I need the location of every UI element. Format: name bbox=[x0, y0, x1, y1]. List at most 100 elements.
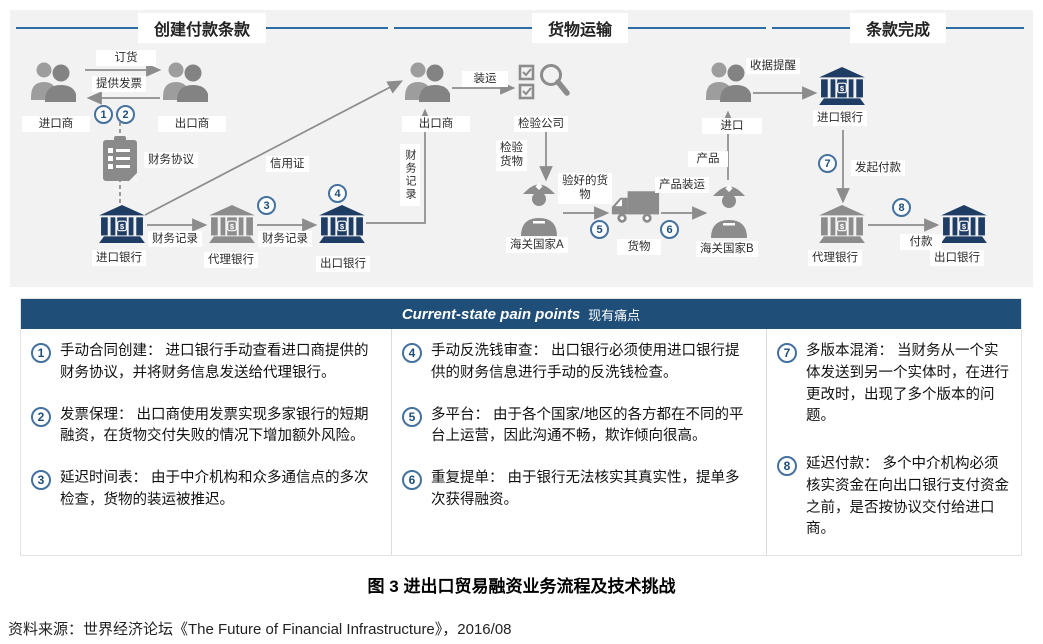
pain-item-8-text: 延迟付款： 多个中介机构必须核实资金在向出口银行支付资金之前，是否按协议交付给进… bbox=[806, 456, 1009, 538]
export-bank-right-label: 出口银行 bbox=[930, 250, 984, 267]
svg-text:$: $ bbox=[840, 84, 845, 93]
order-label: 订货 bbox=[96, 50, 156, 67]
pain-column-2: 4 手动反洗钱审查： 出口银行必须使用进口银行提供的财务信息进行手动的反洗钱检查… bbox=[391, 329, 766, 555]
pain-item-6-badge: 6 bbox=[402, 470, 422, 490]
pain-item-7-badge: 7 bbox=[777, 343, 797, 363]
agent-bank-right-icon: $ bbox=[818, 204, 866, 244]
importer-right-people-icon bbox=[705, 60, 752, 104]
pain-item-1-text: 手动合同创建： 进口银行手动查看进口商提供的财务协议，并将财务信息发送给代理银行… bbox=[60, 343, 369, 381]
pain-item-7-text: 多版本混淆： 当财务从一个实体发送到另一个实体时，在进行更改时，出现了多个版本的… bbox=[806, 343, 1009, 425]
flow-connectors bbox=[85, 63, 940, 232]
importer-right-label: 进口 bbox=[702, 118, 762, 135]
shipment-label: 装运 bbox=[462, 71, 508, 88]
pain-item-7: 7 多版本混淆： 当财务从一个实体发送到另一个实体时，在进行更改时，出现了多个版… bbox=[777, 341, 1009, 428]
pain-item-8-badge: 8 bbox=[777, 456, 797, 476]
product-label: 产品 bbox=[688, 151, 728, 168]
step-8-badge: 8 bbox=[892, 198, 911, 217]
pain-points-body: 1 手动合同创建： 进口银行手动查看进口商提供的财务协议，并将财务信息发送给代理… bbox=[21, 329, 1021, 555]
phase-terms-complete: 条款完成 bbox=[772, 13, 1025, 43]
pain-item-3-text: 延迟时间表： 由于中介机构和众多通信点的多次检查，货物的装运被推迟。 bbox=[60, 470, 369, 508]
import-bank-label: 进口银行 bbox=[92, 250, 146, 267]
pain-item-4: 4 手动反洗钱审查： 出口银行必须使用进口银行提供的财务信息进行手动的反洗钱检查… bbox=[402, 341, 754, 385]
pain-item-5-badge: 5 bbox=[402, 406, 422, 427]
checked-goods-label: 验好的货 物 bbox=[558, 173, 612, 204]
phase-create-payment-terms: 创建付款条款 bbox=[16, 13, 389, 43]
export-bank-label: 出口银行 bbox=[316, 256, 370, 273]
initiate-payment-label: 发起付款 bbox=[851, 160, 905, 177]
pain-item-2-badge: 2 bbox=[31, 406, 51, 427]
letter-of-credit-label: 信用证 bbox=[266, 156, 309, 173]
financial-agreement-clipboard-icon bbox=[102, 136, 138, 182]
exporter-label: 出口商 bbox=[158, 116, 226, 133]
pain-points-header: Current-state pain points 现有痛点 bbox=[21, 299, 1021, 329]
import-bank-icon: $ bbox=[98, 204, 146, 244]
svg-text:$: $ bbox=[230, 222, 235, 231]
phase-line-right bbox=[628, 27, 767, 29]
svg-text:$: $ bbox=[340, 222, 345, 231]
flow-diagram-panel: 创建付款条款 货物运输 条款完成 bbox=[10, 10, 1033, 287]
inspection-company-label: 检验公司 bbox=[514, 116, 568, 133]
import-bank-right-icon: $ bbox=[818, 66, 866, 106]
financial-records-vertical-label: 财务记录 bbox=[400, 144, 420, 206]
pain-item-6-text: 重复提单： 由于银行无法核实其真实性，提单多次获得融资。 bbox=[431, 470, 740, 508]
pain-item-3-badge: 3 bbox=[31, 470, 51, 490]
financial-agreement-label: 财务协议 bbox=[144, 152, 198, 169]
pain-item-8: 8 延迟付款： 多个中介机构必须核实资金在向出口银行支付资金之前，是否按协议交付… bbox=[777, 454, 1009, 541]
receipt-reminder-label: 收据提醒 bbox=[746, 58, 800, 75]
step-5-badge: 5 bbox=[590, 220, 609, 239]
step-4-badge: 4 bbox=[328, 184, 347, 203]
pain-item-4-text: 手动反洗钱审查： 出口银行必须使用进口银行提供的财务信息进行手动的反洗钱检查。 bbox=[431, 343, 740, 381]
step-7-badge: 7 bbox=[818, 154, 837, 173]
phase-title: 条款完成 bbox=[850, 13, 947, 43]
importer-people-icon bbox=[30, 60, 77, 104]
export-bank-right-icon: $ bbox=[940, 204, 988, 244]
provide-invoice-label: 提供发票 bbox=[92, 76, 146, 93]
goods-truck-icon bbox=[610, 190, 660, 224]
phase-line-right bbox=[946, 27, 1025, 29]
importer-label: 进口商 bbox=[22, 116, 90, 133]
step-2-badge: 2 bbox=[116, 105, 135, 124]
figure-caption: 图 3 进出口贸易融资业务流程及技术挑战 bbox=[367, 577, 676, 596]
agent-bank-label: 代理银行 bbox=[204, 252, 258, 269]
inspection-company-icon bbox=[518, 62, 570, 104]
svg-text:$: $ bbox=[120, 222, 125, 231]
step-6-badge: 6 bbox=[660, 220, 679, 239]
source-note: 资料来源：世界经济论坛《The Future of Financial Infr… bbox=[8, 621, 512, 638]
phase-line-left bbox=[772, 27, 850, 29]
svg-text:$: $ bbox=[840, 222, 845, 231]
pain-item-5-text: 多平台： 由于各个国家/地区的各方都在不同的平台上运营，因此沟通不畅，欺诈倾向很… bbox=[431, 406, 744, 445]
svg-text:$: $ bbox=[962, 222, 967, 231]
pain-points-box: Current-state pain points 现有痛点 1 手动合同创建：… bbox=[20, 298, 1022, 556]
financial-records-2-label: 财务记录 bbox=[258, 231, 312, 248]
exporter-mid-label: 出口商 bbox=[402, 116, 470, 133]
phase-line-left bbox=[394, 27, 532, 29]
pain-item-3: 3 延迟时间表： 由于中介机构和众多通信点的多次检查，货物的装运被推迟。 bbox=[31, 468, 379, 512]
phase-title: 货物运输 bbox=[532, 13, 629, 43]
import-bank-right-label: 进口银行 bbox=[813, 110, 867, 127]
pain-points-title-en: Current-state pain points bbox=[401, 305, 581, 323]
agent-bank-icon: $ bbox=[208, 204, 256, 244]
pain-column-1: 1 手动合同创建： 进口银行手动查看进口商提供的财务协议，并将财务信息发送给代理… bbox=[21, 329, 391, 555]
exporter-mid-people-icon bbox=[404, 60, 451, 104]
pain-item-2-text: 发票保理： 出口商使用发票实现多家银行的短期融资，在货物交付失败的情况下增加额外… bbox=[60, 406, 369, 445]
phase-line-right bbox=[266, 27, 389, 29]
pain-column-3: 7 多版本混淆： 当财务从一个实体发送到另一个实体时，在进行更改时，出现了多个版… bbox=[766, 329, 1021, 555]
step-1-badge: 1 bbox=[94, 105, 113, 124]
pain-item-5: 5 多平台： 由于各个国家/地区的各方都在不同的平台上运营，因此沟通不畅，欺诈倾… bbox=[402, 405, 754, 449]
pain-item-2: 2 发票保理： 出口商使用发票实现多家银行的短期融资，在货物交付失败的情况下增加… bbox=[31, 405, 379, 449]
pain-item-1-badge: 1 bbox=[31, 343, 51, 363]
pain-item-1: 1 手动合同创建： 进口银行手动查看进口商提供的财务协议，并将财务信息发送给代理… bbox=[31, 341, 379, 385]
customs-a-label: 海关国家A bbox=[506, 237, 568, 254]
inspect-goods-label: 检验 货物 bbox=[496, 140, 527, 171]
payment-label: 付款 bbox=[900, 234, 942, 251]
customs-a-officer-icon bbox=[518, 180, 560, 236]
pain-points-title-zh: 现有痛点 bbox=[588, 307, 641, 323]
phase-title: 创建付款条款 bbox=[138, 13, 267, 43]
pain-item-4-badge: 4 bbox=[402, 343, 422, 363]
exporter-people-icon bbox=[162, 60, 209, 104]
customs-b-officer-icon bbox=[708, 182, 750, 238]
pain-item-6: 6 重复提单： 由于银行无法核实其真实性，提单多次获得融资。 bbox=[402, 468, 754, 512]
export-bank-icon: $ bbox=[318, 204, 366, 244]
phase-line-left bbox=[16, 27, 138, 29]
